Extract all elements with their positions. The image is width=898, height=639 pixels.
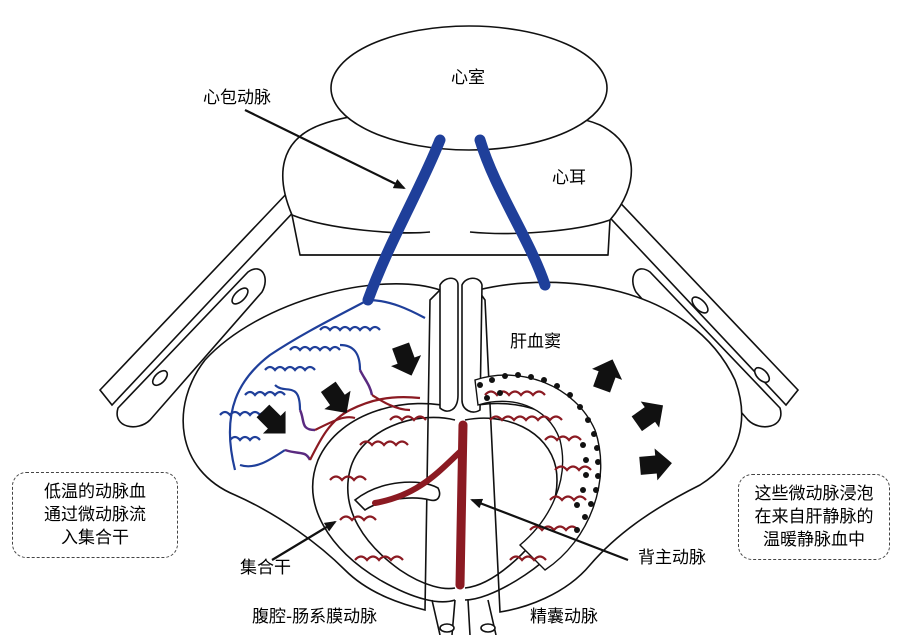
label-dorsal-aorta: 背主动脉 [638,550,706,567]
note-right-line-2: 在来自肝静脉的 [739,506,889,529]
label-atrium: 心耳 [552,170,586,187]
label-liver-sinus: 肝血窦 [510,334,561,351]
ventricle-shape [331,26,607,150]
note-left-line-2: 通过微动脉流 [13,504,177,527]
note-left-line-3: 入集合干 [13,527,177,550]
note-right-line-1: 这些微动脉浸泡 [739,483,889,506]
note-left: 低温的动脉血 通过微动脉流 入集合干 [12,472,178,558]
note-left-line-1: 低温的动脉血 [13,481,177,504]
label-ventricle: 心室 [451,70,485,87]
note-right: 这些微动脉浸泡 在来自肝静脉的 温暖静脉血中 [738,474,890,560]
note-right-line-3: 温暖静脉血中 [739,529,889,552]
label-pericardial-artery: 心包动脉 [203,90,271,107]
label-spermatic-artery: 精囊动脉 [530,609,598,626]
label-celiac-mesenteric-artery: 腹腔-肠系膜动脉 [252,609,377,626]
label-collecting-trunk: 集合干 [240,560,291,577]
